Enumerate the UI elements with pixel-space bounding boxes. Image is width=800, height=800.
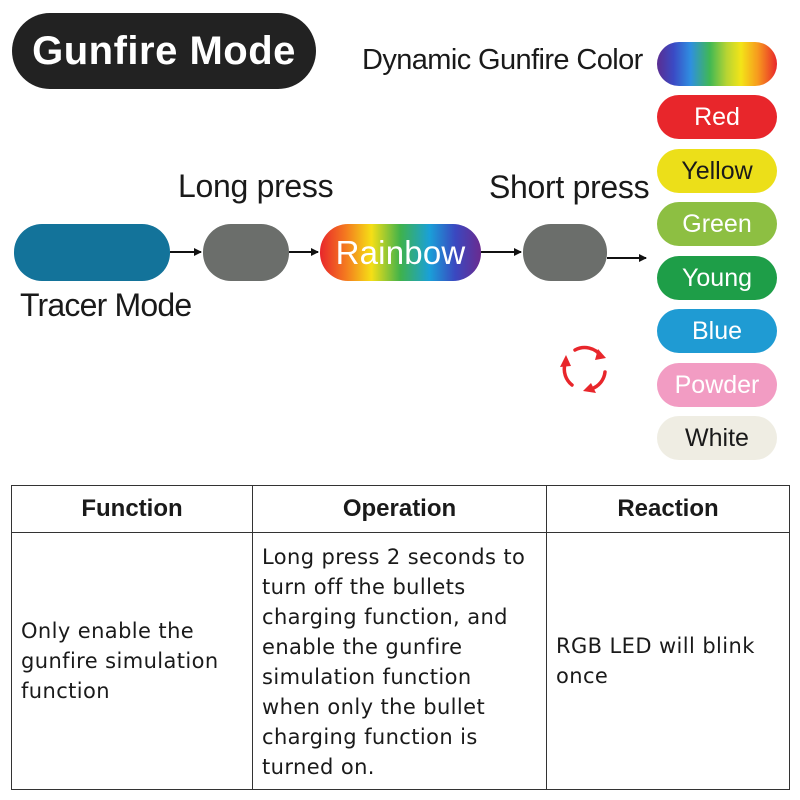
dynamic-gunfire-color-label: Dynamic Gunfire Color	[362, 44, 643, 76]
operation-line: enable the gunfire	[262, 635, 463, 659]
color-pill-powder: Powder	[657, 363, 777, 407]
function-cell: Only enable the gunfire simulation funct…	[11, 532, 253, 790]
color-pill-red: Red	[657, 95, 777, 139]
operation-line: Long press 2 seconds to	[262, 545, 526, 569]
long-press-button-pill	[203, 224, 289, 281]
reaction-cell: RGB LED will blink once	[546, 532, 790, 790]
color-pill-label: Blue	[691, 316, 743, 345]
color-pill-green: Green	[657, 202, 777, 246]
table-header-row: Function Operation Reaction	[11, 485, 790, 533]
mode-title: Gunfire Mode	[12, 13, 316, 89]
table-row: Only enable the gunfire simulation funct…	[11, 532, 790, 790]
color-pill-label: Red	[694, 102, 740, 131]
header-operation: Operation	[252, 485, 547, 533]
tracer-mode-label: Tracer Mode	[20, 287, 192, 323]
dynamic-gunfire-color-swatch	[657, 42, 777, 86]
short-press-button-pill	[523, 224, 607, 281]
color-pill-label: Young	[682, 263, 752, 292]
operation-line: charging function, and	[262, 605, 508, 629]
function-table: Function Operation Reaction Only enable …	[11, 485, 790, 790]
rainbow-mode-pill: Rainbow	[320, 224, 481, 281]
operation-line: turned on.	[262, 755, 375, 779]
color-pill-blue: Blue	[657, 309, 777, 353]
rainbow-mode-label: Rainbow	[335, 233, 466, 271]
color-pill-yellow: Yellow	[657, 149, 777, 193]
operation-cell: Long press 2 seconds to turn off the bul…	[252, 532, 547, 790]
flow-arrows	[170, 248, 647, 262]
reaction-line: RGB LED will blink	[556, 634, 755, 658]
operation-line: charging function is	[262, 725, 478, 749]
function-line: gunfire simulation	[21, 649, 219, 673]
reaction-line: once	[556, 664, 609, 688]
color-pill-label: Green	[682, 209, 752, 238]
color-pill-white: White	[657, 416, 777, 460]
operation-line: simulation function	[262, 665, 472, 689]
color-pill-label: White	[685, 423, 749, 452]
header-function: Function	[11, 485, 253, 533]
operation-line: turn off the bullets	[262, 575, 466, 599]
operation-line: when only the bullet	[262, 695, 486, 719]
color-pill-label: Yellow	[681, 156, 753, 185]
mode-title-text: Gunfire Mode	[32, 28, 296, 73]
long-press-label: Long press	[178, 168, 334, 204]
cycle-icon	[560, 345, 607, 393]
color-pill-young: Young	[657, 256, 777, 300]
short-press-label: Short press	[489, 169, 650, 205]
color-pill-label: Powder	[674, 370, 760, 399]
tracer-mode-pill	[14, 224, 170, 281]
header-reaction: Reaction	[546, 485, 790, 533]
function-line: Only enable the	[21, 619, 195, 643]
function-line: function	[21, 679, 110, 703]
